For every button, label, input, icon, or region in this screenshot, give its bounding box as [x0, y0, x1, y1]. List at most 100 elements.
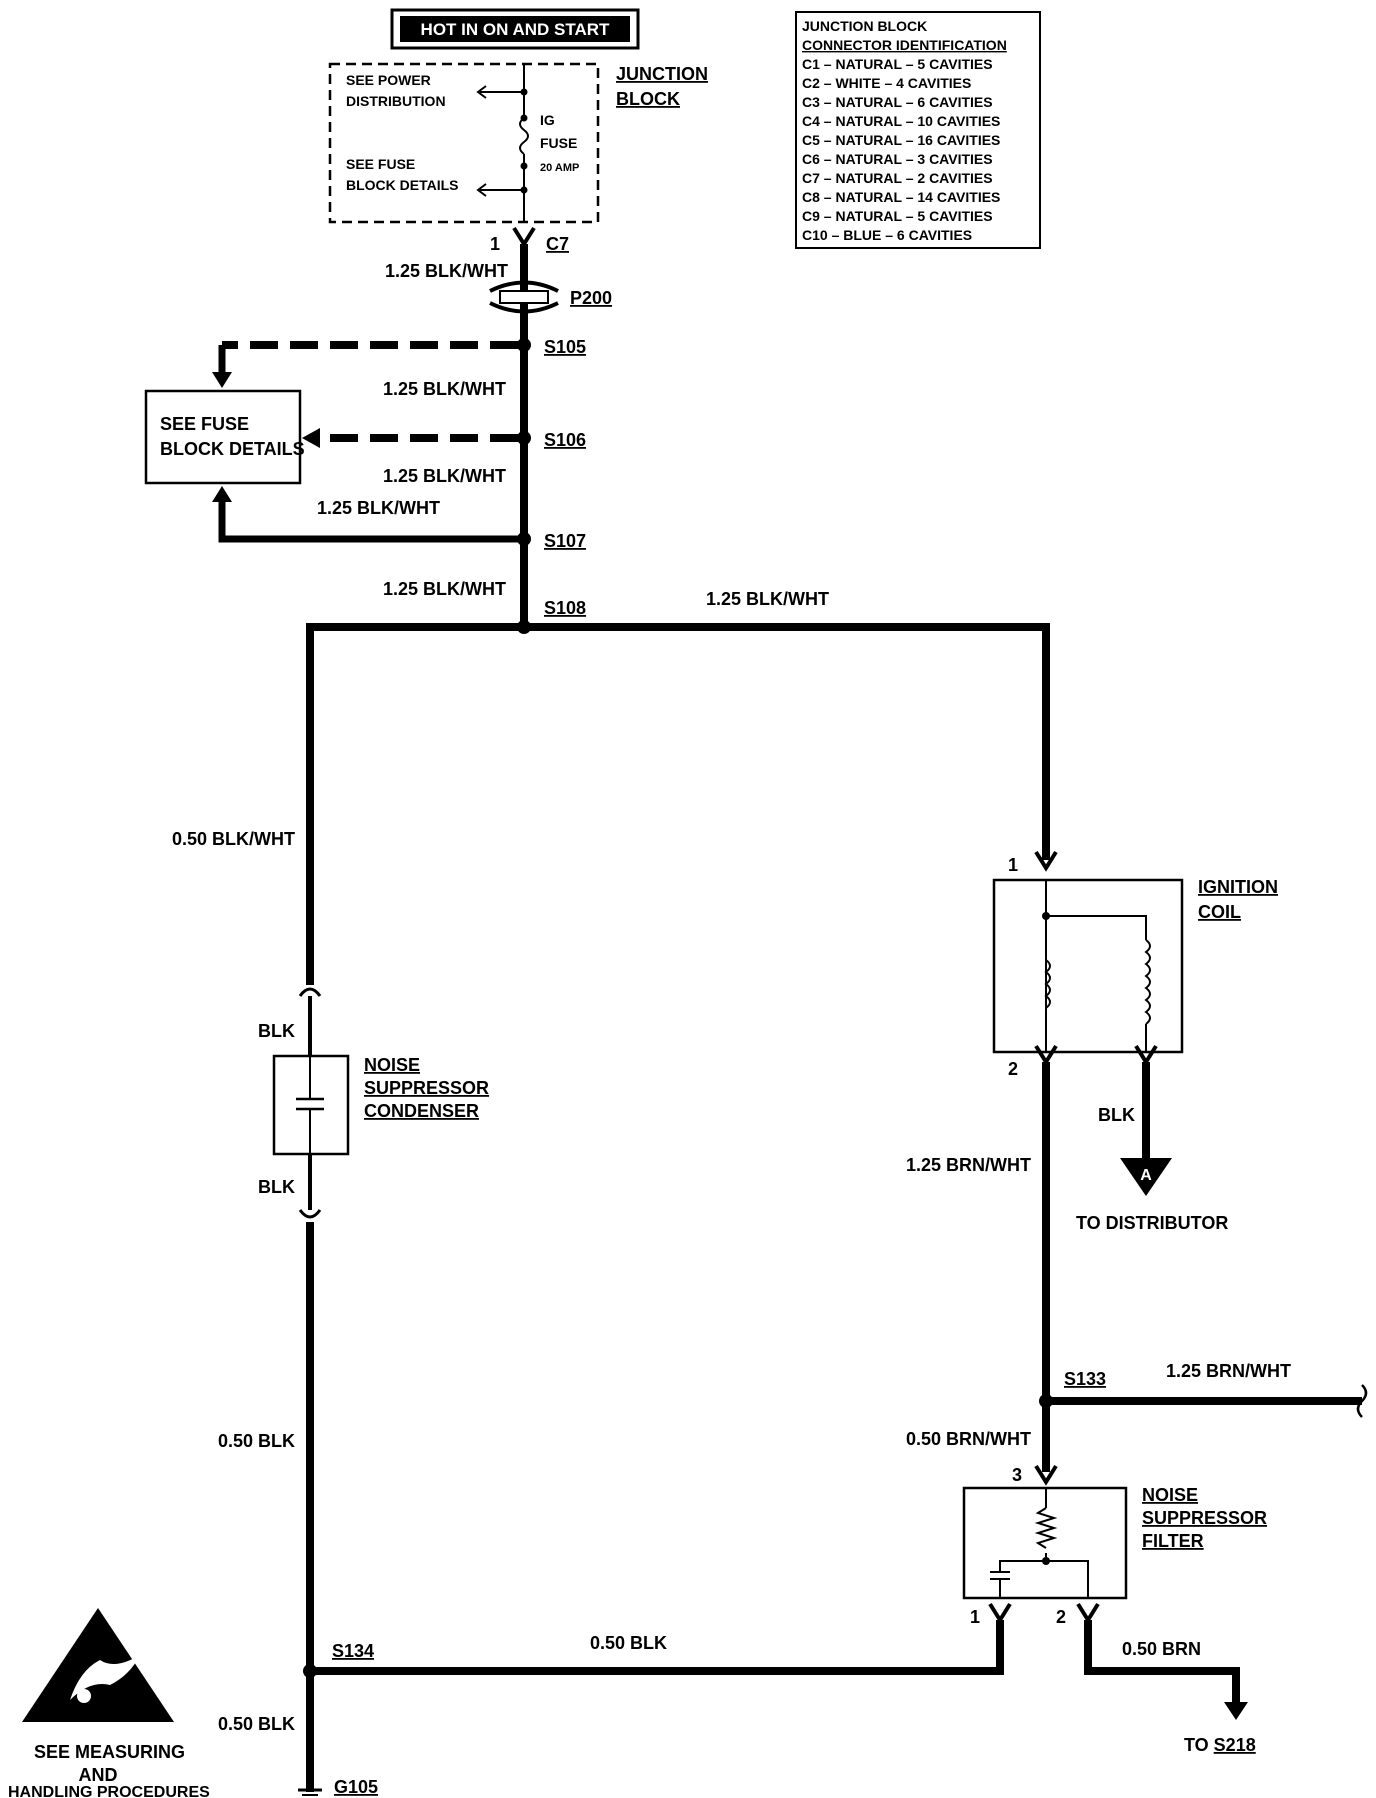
table-line: C1 – NATURAL – 5 CAVITIES	[802, 56, 993, 72]
wire-label: 0.50 BLK	[218, 1431, 295, 1451]
wire-continues-icon	[1356, 1384, 1368, 1418]
s108-label: S108	[544, 598, 586, 618]
resistor-icon	[1034, 1507, 1058, 1549]
esd-warning-icon	[22, 1608, 174, 1722]
noise-suppressor-condenser	[272, 1054, 350, 1156]
coil-pin1: 1	[1008, 855, 1018, 875]
table-line: CONNECTOR IDENTIFICATION	[802, 37, 1007, 53]
s108-right-wire	[310, 623, 1050, 860]
to-prefix: TO	[1184, 1735, 1214, 1755]
filter-label-1: NOISE	[1142, 1485, 1198, 1505]
connector-icon	[1034, 1464, 1058, 1486]
p200-connector	[489, 280, 559, 314]
distributor-marker: A	[1140, 1167, 1152, 1184]
junction-block: SEE POWER DISTRIBUTION SEE FUSE BLOCK DE…	[328, 62, 600, 224]
s107-label: S107	[544, 531, 586, 551]
s108-left-wire	[306, 623, 524, 985]
esd-line-1: SEE MEASURING	[34, 1742, 185, 1762]
fuse-block-box: SEE FUSE BLOCK DETAILS	[144, 389, 305, 485]
wire-label: 0.50 BRN/WHT	[906, 1429, 1031, 1449]
to-distributor-label: TO DISTRIBUTOR	[1076, 1213, 1228, 1233]
arrow-down-icon	[212, 372, 232, 388]
filter-label-3: FILTER	[1142, 1531, 1204, 1551]
wire-label: 0.50 BLK	[218, 1714, 295, 1734]
wire-label: 1.25 BRN/WHT	[906, 1155, 1031, 1175]
table-line: C8 – NATURAL – 14 CAVITIES	[802, 189, 1000, 205]
ground-icon	[298, 1788, 322, 1796]
condenser-label-2: SUPPRESSOR	[364, 1078, 489, 1098]
wire-label: 1.25 BRN/WHT	[1166, 1361, 1291, 1381]
fuse-icon	[519, 117, 529, 155]
table-line: C4 – NATURAL – 10 CAVITIES	[802, 113, 1000, 129]
wire-label: BLK	[1098, 1105, 1135, 1125]
table-line: C5 – NATURAL – 16 CAVITIES	[802, 132, 1000, 148]
see-fuse-text: SEE FUSE	[346, 156, 415, 172]
s106-splice	[517, 431, 531, 445]
s105-label: S105	[544, 337, 586, 357]
filter-pin2: 2	[1056, 1607, 1066, 1627]
esd-line-2: AND	[79, 1765, 118, 1785]
wire-label: 1.25 BLK/WHT	[706, 589, 829, 609]
connector-icon	[298, 987, 322, 997]
coil-label-2: COIL	[1198, 902, 1241, 922]
c7-label: C7	[546, 234, 569, 254]
table-line: C3 – NATURAL – 6 CAVITIES	[802, 94, 993, 110]
connector-icon	[1034, 850, 1058, 872]
connector-icon	[1076, 1602, 1100, 1624]
junction-title-1: JUNCTION	[616, 64, 708, 84]
primary-coil-icon	[1044, 959, 1051, 1009]
fuse-block-line2: BLOCK DETAILS	[160, 439, 305, 459]
arrow-left-icon	[302, 428, 320, 448]
wire-label: 1.25 BLK/WHT	[317, 498, 440, 518]
ignition-coil	[992, 878, 1184, 1054]
arrow-left-icon	[476, 183, 487, 197]
g105-label: G105	[334, 1777, 378, 1797]
wire-label: 1.25 BLK/WHT	[385, 261, 508, 281]
s105-splice	[517, 338, 531, 352]
noise-suppressor-filter	[962, 1486, 1128, 1600]
esd-line-3: HANDLING PROCEDURES	[8, 1784, 210, 1798]
connector-icon	[988, 1602, 1012, 1624]
secondary-coil-icon	[1144, 939, 1151, 1025]
filter-pin3: 3	[1012, 1465, 1022, 1485]
wire-label: 1.25 BLK/WHT	[383, 466, 506, 486]
table-line: C6 – NATURAL – 3 CAVITIES	[802, 151, 993, 167]
table-line: C7 – NATURAL – 2 CAVITIES	[802, 170, 993, 186]
condenser-label-1: NOISE	[364, 1055, 420, 1075]
hot-label-text: HOT IN ON AND START	[421, 20, 610, 39]
to-s218-label: TO S218	[1184, 1735, 1256, 1755]
distributor-arrow-icon	[1120, 1158, 1172, 1196]
fuse-block-line1: SEE FUSE	[160, 414, 249, 434]
s107-branch-wire	[218, 500, 524, 543]
arrow-left-icon	[476, 85, 487, 99]
s133-label: S133	[1064, 1369, 1106, 1389]
block-details-text: BLOCK DETAILS	[346, 177, 459, 193]
c7-connector-icon	[512, 226, 536, 248]
filter-out-wire	[1084, 1620, 1240, 1705]
amp-text: 20 AMP	[540, 162, 579, 174]
wire-label: 0.50 BLK/WHT	[172, 829, 295, 849]
table-line: JUNCTION BLOCK	[802, 18, 927, 34]
wire-label: 0.50 BRN	[1122, 1639, 1201, 1659]
connector-id-table: JUNCTION BLOCK CONNECTOR IDENTIFICATION …	[795, 11, 1041, 249]
fuse-text: FUSE	[540, 135, 577, 151]
distribution-text: DISTRIBUTION	[346, 93, 446, 109]
arrow-down-icon	[1224, 1702, 1248, 1720]
hot-label: HOT IN ON AND START	[390, 8, 640, 50]
s106-label: S106	[544, 430, 586, 450]
wire-label: BLK	[258, 1021, 295, 1041]
s134-filter-wire	[310, 1620, 1004, 1675]
connector-icon	[298, 1209, 322, 1219]
s134-label: S134	[332, 1641, 374, 1661]
filter-pin1: 1	[970, 1607, 980, 1627]
wire-label: 1.25 BLK/WHT	[383, 379, 506, 399]
coil-pin2: 2	[1008, 1059, 1018, 1079]
wire-label: BLK	[258, 1177, 295, 1197]
p200-label: P200	[570, 288, 612, 308]
ig-text: IG	[540, 112, 555, 128]
wire-label: 0.50 BLK	[590, 1633, 667, 1653]
condenser-label-3: CONDENSER	[364, 1101, 479, 1121]
s218-label: S218	[1214, 1735, 1256, 1755]
wire-label: 1.25 BLK/WHT	[383, 579, 506, 599]
